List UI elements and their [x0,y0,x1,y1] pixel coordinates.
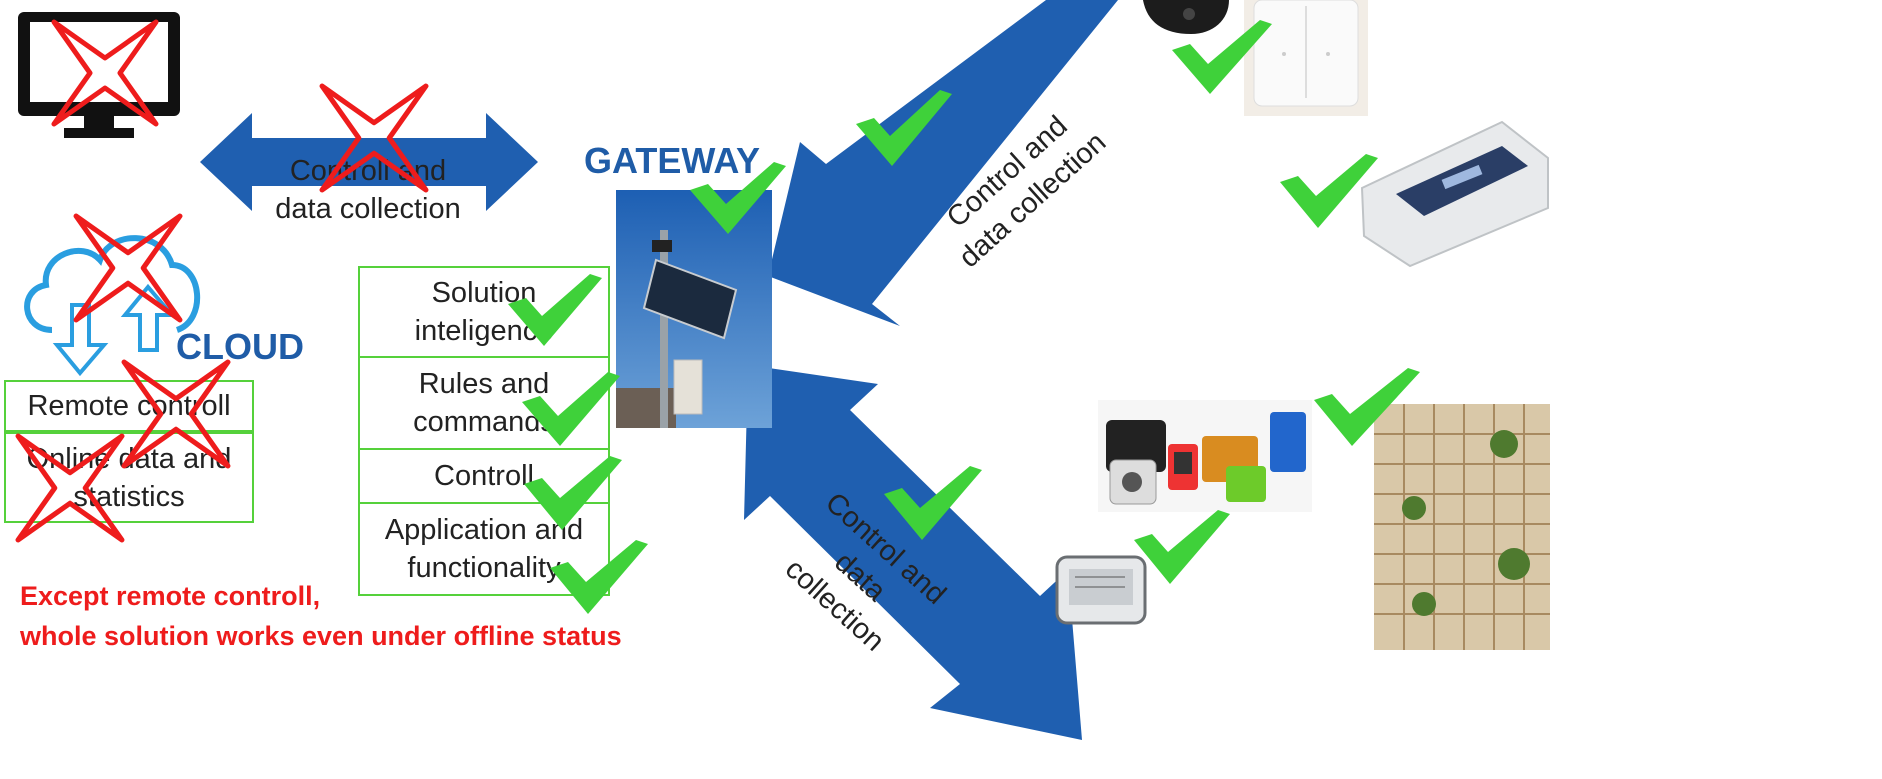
check-icon [1172,20,1272,94]
gateway-box-rules: Rules and commands [358,356,610,450]
cloud-box-remote-control: Remote controll [4,380,254,432]
cross-icon [121,359,231,469]
solar-gateway-photo [616,190,772,428]
cloud-title: CLOUD [176,326,304,367]
check-icon [690,162,786,234]
control-panel-photo [1360,120,1549,268]
cross-icon [51,19,159,127]
sensor-devices-photo [1098,400,1312,512]
cross-icon [73,213,183,323]
check-icon [1314,368,1420,446]
cross-icon [15,433,125,543]
check-icon [550,540,648,614]
cross-icon [319,83,429,193]
wall-switch-photo [1244,0,1368,116]
gateway-box-control: Controll [358,448,610,504]
check-icon [1280,154,1378,228]
sensor-device-photo [1143,0,1229,34]
gateway-title: GATEWAY [584,140,761,181]
offline-note-line-2: whole solution works even under offline … [20,621,622,651]
check-icon [856,90,952,166]
offline-note-line-1: Except remote controll, [20,581,321,611]
check-icon [1134,510,1230,584]
check-icon [524,456,622,530]
sensor-box-photo [1055,555,1147,625]
monitor-icon [18,12,180,138]
tower-building-photo [1364,404,1558,650]
check-icon [508,274,602,346]
link-left-label-2: data collection [275,193,461,225]
cloud-icon [24,235,201,377]
check-icon [884,466,982,540]
check-icon [522,372,620,446]
